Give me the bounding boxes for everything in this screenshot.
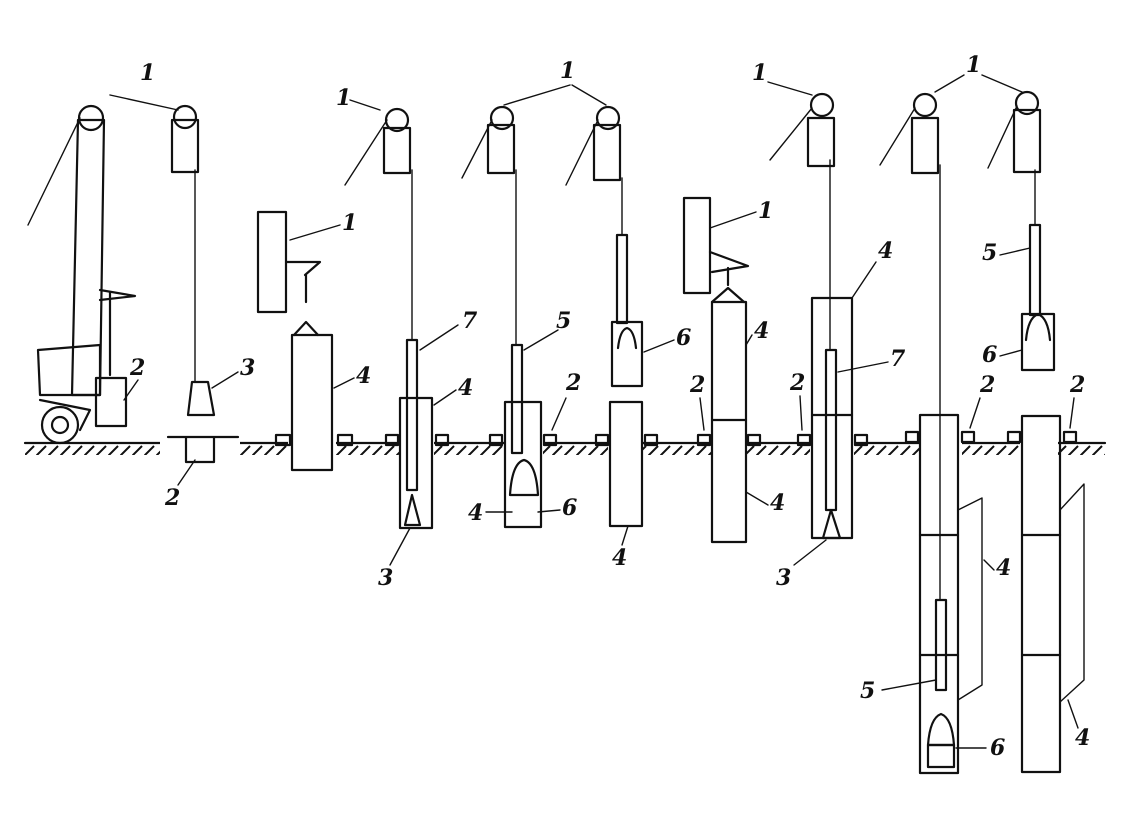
label-bucket-4: 6	[562, 495, 577, 521]
label-rod-4: 5	[556, 308, 571, 334]
label-crane-3: 1	[336, 85, 351, 111]
label-casing-6b: 4	[770, 490, 785, 516]
stage-2-casing-lift: 1 4	[256, 210, 371, 472]
label-guide-frame-1b: 2	[164, 485, 180, 511]
stage-1-crane: 1 2 3 2	[27, 60, 255, 511]
label-casing-7: 4	[878, 238, 893, 264]
label-casing-4: 4	[468, 500, 483, 526]
label-guide-frame-9: 2	[1069, 372, 1085, 398]
label-guide-frame-1: 2	[129, 355, 145, 381]
label-crane-8: 1	[966, 52, 981, 78]
label-crane-7: 1	[752, 60, 767, 86]
label-crane-6: 1	[758, 198, 773, 224]
label-guide-frame-4: 2	[565, 370, 581, 396]
label-rod-9: 5	[982, 240, 997, 266]
label-crane-2: 1	[342, 210, 357, 236]
label-rod-8: 5	[860, 678, 875, 704]
label-grab-7: 3	[776, 565, 791, 591]
label-guide-frame-7: 2	[789, 370, 805, 396]
label-pipe-7: 7	[890, 346, 906, 372]
label-guide-frame-6: 2	[689, 372, 705, 398]
stage-4-bucket: 1 5 2 4 6	[461, 58, 607, 529]
label-grab-3: 3	[378, 565, 393, 591]
label-bucket-9: 6	[982, 342, 997, 368]
label-bucket-5: 6	[676, 325, 691, 351]
stage-5-bucket-raised: 6 4	[565, 105, 691, 571]
label-casing-3: 4	[458, 375, 473, 401]
label-casing-8: 4	[996, 555, 1011, 581]
label-casing-5: 4	[612, 545, 627, 571]
label-casing-9: 4	[1075, 725, 1090, 751]
label-crane-4: 1	[560, 58, 575, 84]
label-guide-frame-8: 2	[979, 372, 995, 398]
stage-8-deep-bucket: 1 2 4 5 6	[860, 52, 1023, 775]
label-casing-2: 4	[356, 363, 371, 389]
stage-3-drilling: 1 7 4 3	[336, 85, 478, 591]
stage-7-deep-drilling: 1 4 7 2 3	[752, 60, 906, 591]
label-casing-6a: 4	[754, 318, 769, 344]
label-crane-1: 1	[140, 60, 155, 86]
label-pipe-3: 7	[462, 308, 478, 334]
stage-9-completed-casing: 5 6 2 4	[982, 90, 1090, 774]
label-grab-1: 3	[240, 355, 255, 381]
stage-6-casing-extension: 1 4 2 4	[682, 196, 785, 544]
label-bucket-8: 6	[990, 735, 1005, 761]
